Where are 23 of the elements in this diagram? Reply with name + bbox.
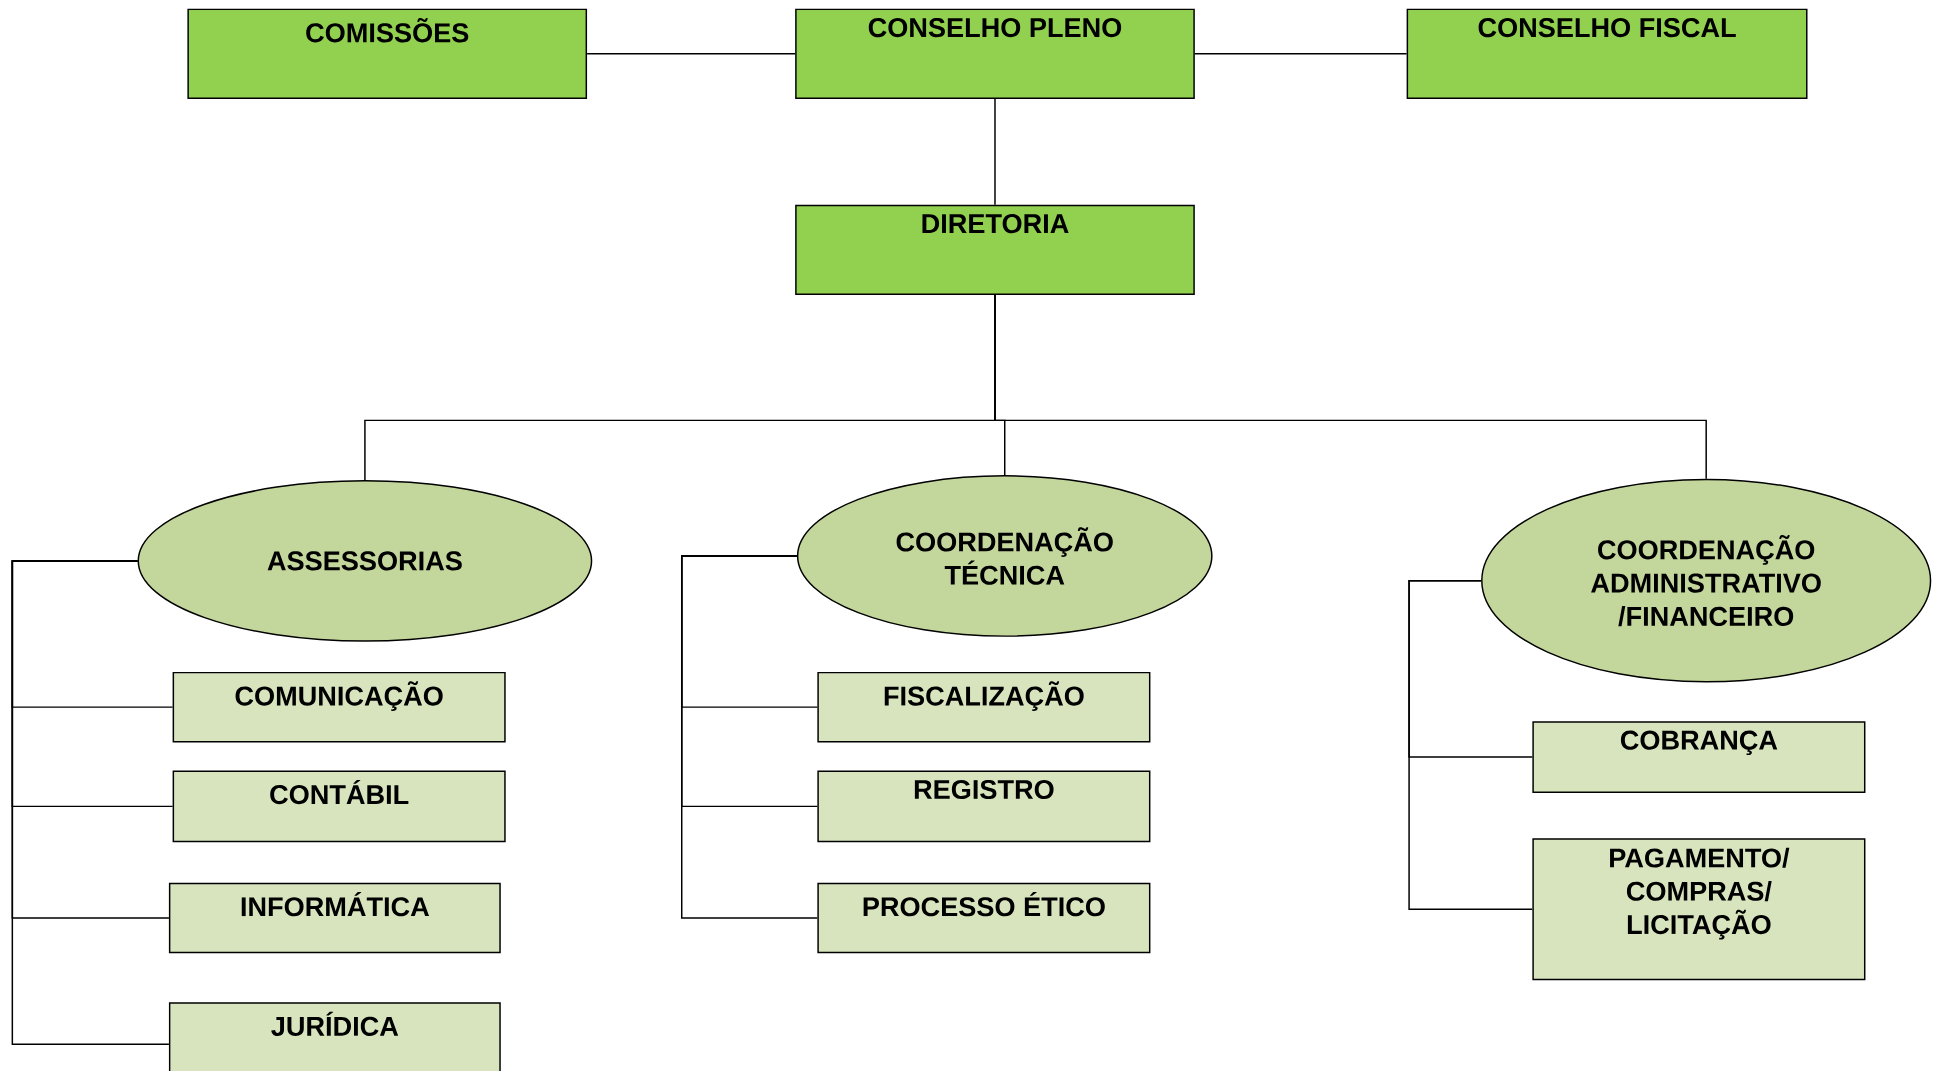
oval-box: ASSESSORIAS: [137, 479, 593, 642]
process-box: CONSELHO FISCAL: [1406, 8, 1808, 99]
process-box: REGISTRO: [817, 770, 1151, 843]
connector-line: [994, 294, 1707, 480]
process-box: PAGAMENTO/ COMPRAS/ LICITAÇÃO: [1532, 838, 1866, 981]
connector-line: [994, 98, 996, 206]
connector-line: [586, 52, 796, 55]
connector-line: [1194, 52, 1408, 55]
process-box: DIRETORIA: [795, 204, 1195, 295]
process-box: PROCESSO ÉTICO: [817, 882, 1151, 954]
connector-line: [11, 560, 170, 1045]
process-box: COBRANÇA: [1532, 721, 1866, 793]
process-box: CONSELHO PLENO: [795, 8, 1195, 99]
process-box: CONTÁBIL: [172, 770, 506, 843]
oval-box: COORDENAÇÃO ADMINISTRATIVO /FINANCEIRO: [1481, 478, 1932, 683]
connector-line: [1408, 579, 1534, 910]
connector-line: [681, 555, 819, 919]
oval-box: COORDENAÇÃO TÉCNICA: [796, 475, 1213, 637]
process-box: COMUNICAÇÃO: [172, 671, 506, 743]
process-box: JURÍDICA: [168, 1002, 501, 1071]
process-box: INFORMÁTICA: [168, 882, 501, 954]
process-box: COMISSÕES: [187, 8, 588, 99]
process-box: FISCALIZAÇÃO: [817, 671, 1151, 743]
